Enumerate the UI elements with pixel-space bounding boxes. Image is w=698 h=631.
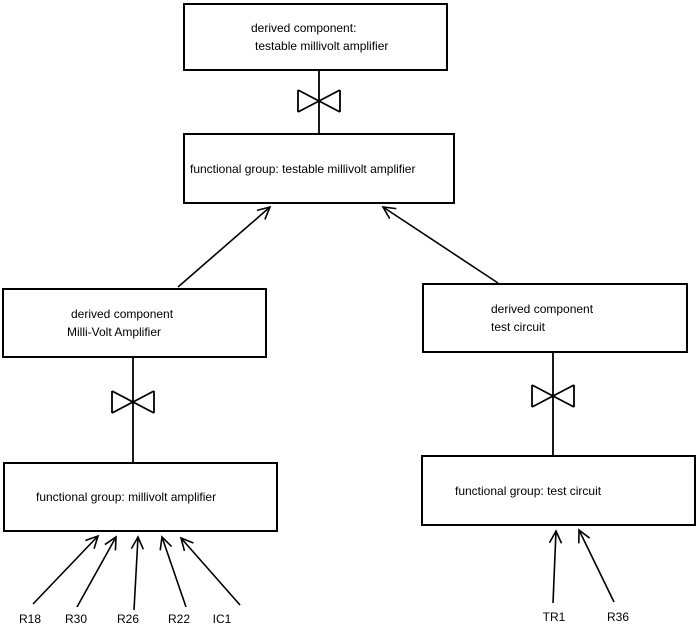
- bowtie-decomposition-icon: [531, 384, 575, 408]
- edge-r22-arrow: [159, 535, 187, 608]
- component-label-r18: R18: [18, 612, 42, 626]
- node-functional-group-test-circuit: functional group: test circuit: [421, 455, 696, 526]
- component-label-ic1: IC1: [212, 612, 232, 626]
- edge-millivolt-to-testable-arrow: [177, 205, 272, 288]
- node-text-line: derived component: [491, 302, 594, 316]
- edge-r26-arrow: [130, 535, 145, 611]
- node-text-line: derived component:: [251, 21, 357, 35]
- node-derived-component-test-circuit: derived component test circuit: [422, 283, 688, 353]
- edge-r18-arrow: [32, 534, 100, 605]
- node-functional-group-millivolt-amplifier: functional group: millivolt amplifier: [3, 462, 278, 532]
- edge-r36-arrow: [578, 528, 615, 603]
- node-text-line: functional group: testable millivolt amp…: [190, 161, 416, 176]
- edge-tr1-arrow: [548, 529, 563, 604]
- node-text-line: Milli-Volt Amplifier: [67, 325, 162, 339]
- node-text-line: derived component: [71, 307, 174, 321]
- edge-testcircuit-to-testable-arrow: [381, 206, 499, 284]
- node-text-line: testable millivolt amplifier: [255, 39, 389, 53]
- bowtie-decomposition-icon: [297, 89, 341, 113]
- node-derived-component-millivolt-amplifier: derived component Milli-Volt Amplifier: [2, 288, 267, 358]
- node-text-line: functional group: test circuit: [455, 483, 602, 498]
- component-label-tr1: TR1: [542, 610, 566, 624]
- node-functional-group-testable-millivolt-amplifier: functional group: testable millivolt amp…: [183, 133, 455, 204]
- component-label-r26: R26: [116, 612, 140, 626]
- component-label-r30: R30: [64, 612, 88, 626]
- bowtie-decomposition-icon: [111, 390, 155, 414]
- component-label-r36: R36: [606, 610, 630, 624]
- edge-ic1-arrow: [179, 536, 241, 606]
- node-text-line: test circuit: [491, 320, 546, 334]
- node-derived-component-testable-millivolt-amplifier: derived component: testable millivolt am…: [183, 3, 448, 71]
- node-text-line: functional group: millivolt amplifier: [36, 490, 217, 504]
- component-label-r22: R22: [167, 612, 191, 626]
- edge-r30-arrow: [76, 535, 117, 608]
